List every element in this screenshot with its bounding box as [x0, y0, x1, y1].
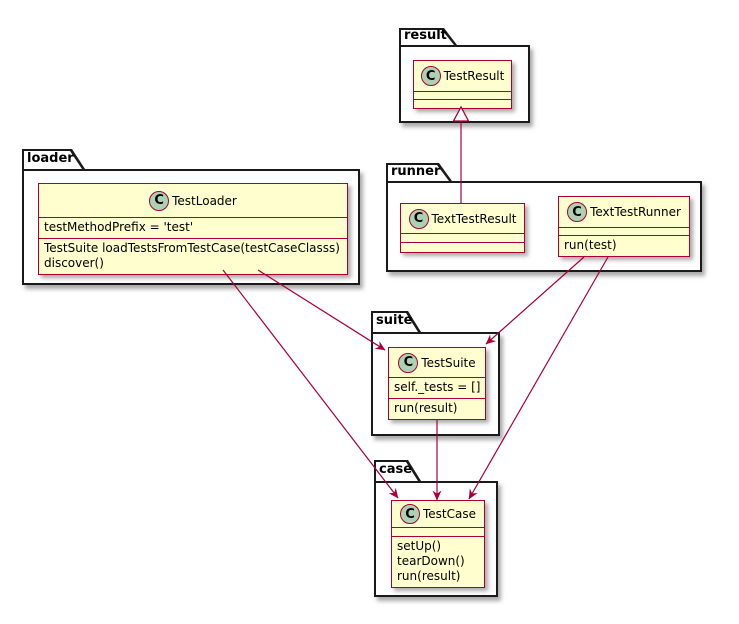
package-runner-tab: runner: [386, 163, 452, 181]
attributes-compartment: [414, 92, 511, 99]
class-texttestresult: C TextTestResult: [400, 203, 525, 253]
class-testresult-title: C TestResult: [414, 61, 511, 91]
attributes-compartment: testMethodPrefix = 'test': [39, 218, 347, 238]
attribute-line: testMethodPrefix = 'test': [44, 220, 194, 234]
attributes-compartment: [401, 234, 524, 242]
compartment-divider: [559, 227, 689, 228]
attribute-line: self._tests = []: [394, 380, 481, 394]
class-name: TestCase: [423, 507, 476, 521]
package-suite-label: suite: [376, 313, 413, 328]
compartment-divider: [389, 377, 485, 378]
class-name: TestSuite: [421, 355, 476, 370]
methods-compartment: setUp() tearDown() run(result): [392, 537, 484, 587]
class-name: TextTestResult: [431, 211, 517, 226]
class-texttestresult-title: C TextTestResult: [401, 204, 524, 233]
compartment-divider: [392, 527, 484, 528]
class-testcase-title: C TestCase: [392, 501, 484, 527]
methods-compartment: TestSuite loadTestsFromTestCase(testCase…: [39, 239, 347, 274]
method-line: run(result): [394, 401, 458, 415]
method-line: TestSuite loadTestsFromTestCase(testCase…: [44, 241, 340, 255]
method-line: tearDown(): [397, 554, 465, 568]
methods-compartment: [414, 100, 511, 108]
method-line: run(test): [564, 238, 617, 252]
class-texttestrunner-title: C TextTestRunner: [559, 197, 689, 227]
method-line: discover(): [44, 256, 104, 270]
method-line: setUp(): [397, 539, 442, 553]
attributes-compartment: [392, 528, 484, 536]
package-result-tab: result: [399, 28, 457, 45]
package-loader-label: loader: [27, 151, 74, 166]
class-name: TestLoader: [172, 193, 237, 208]
class-icon: C: [398, 352, 419, 373]
class-name: TextTestRunner: [590, 205, 681, 219]
attributes-compartment: self._tests = []: [389, 378, 485, 398]
methods-compartment: [401, 243, 524, 252]
class-testsuite-title: C TestSuite: [389, 348, 485, 377]
method-line: run(result): [397, 569, 461, 583]
class-name: TestResult: [443, 69, 505, 83]
class-testcase: C TestCase setUp() tearDown() run(result…: [391, 500, 485, 588]
package-suite-tab: suite: [371, 311, 421, 332]
compartment-divider: [389, 398, 485, 399]
package-runner-label: runner: [391, 164, 441, 179]
attributes-compartment: [559, 228, 689, 235]
class-testloader-title: C TestLoader: [39, 184, 347, 217]
class-icon: C: [149, 190, 170, 211]
methods-compartment: run(result): [389, 399, 485, 419]
class-icon: C: [567, 202, 588, 222]
package-case-label: case: [379, 462, 413, 477]
compartment-divider: [39, 217, 347, 218]
compartment-divider: [401, 242, 524, 243]
package-case-tab: case: [374, 460, 421, 481]
compartment-divider: [392, 536, 484, 537]
compartment-divider: [559, 235, 689, 236]
package-result-label: result: [404, 28, 447, 43]
class-testresult: C TestResult: [413, 60, 512, 109]
class-texttestrunner: C TextTestRunner run(test): [558, 196, 690, 257]
class-icon: C: [420, 66, 441, 86]
class-icon: C: [408, 208, 429, 229]
compartment-divider: [401, 233, 524, 234]
compartment-divider: [414, 91, 511, 92]
class-testsuite: C TestSuite self._tests = [] run(result): [388, 347, 486, 420]
package-loader-tab: loader: [22, 149, 85, 169]
class-icon: C: [400, 504, 420, 524]
class-testloader: C TestLoader testMethodPrefix = 'test' T…: [38, 183, 348, 275]
compartment-divider: [414, 99, 511, 100]
compartment-divider: [39, 238, 347, 239]
methods-compartment: run(test): [559, 236, 689, 256]
